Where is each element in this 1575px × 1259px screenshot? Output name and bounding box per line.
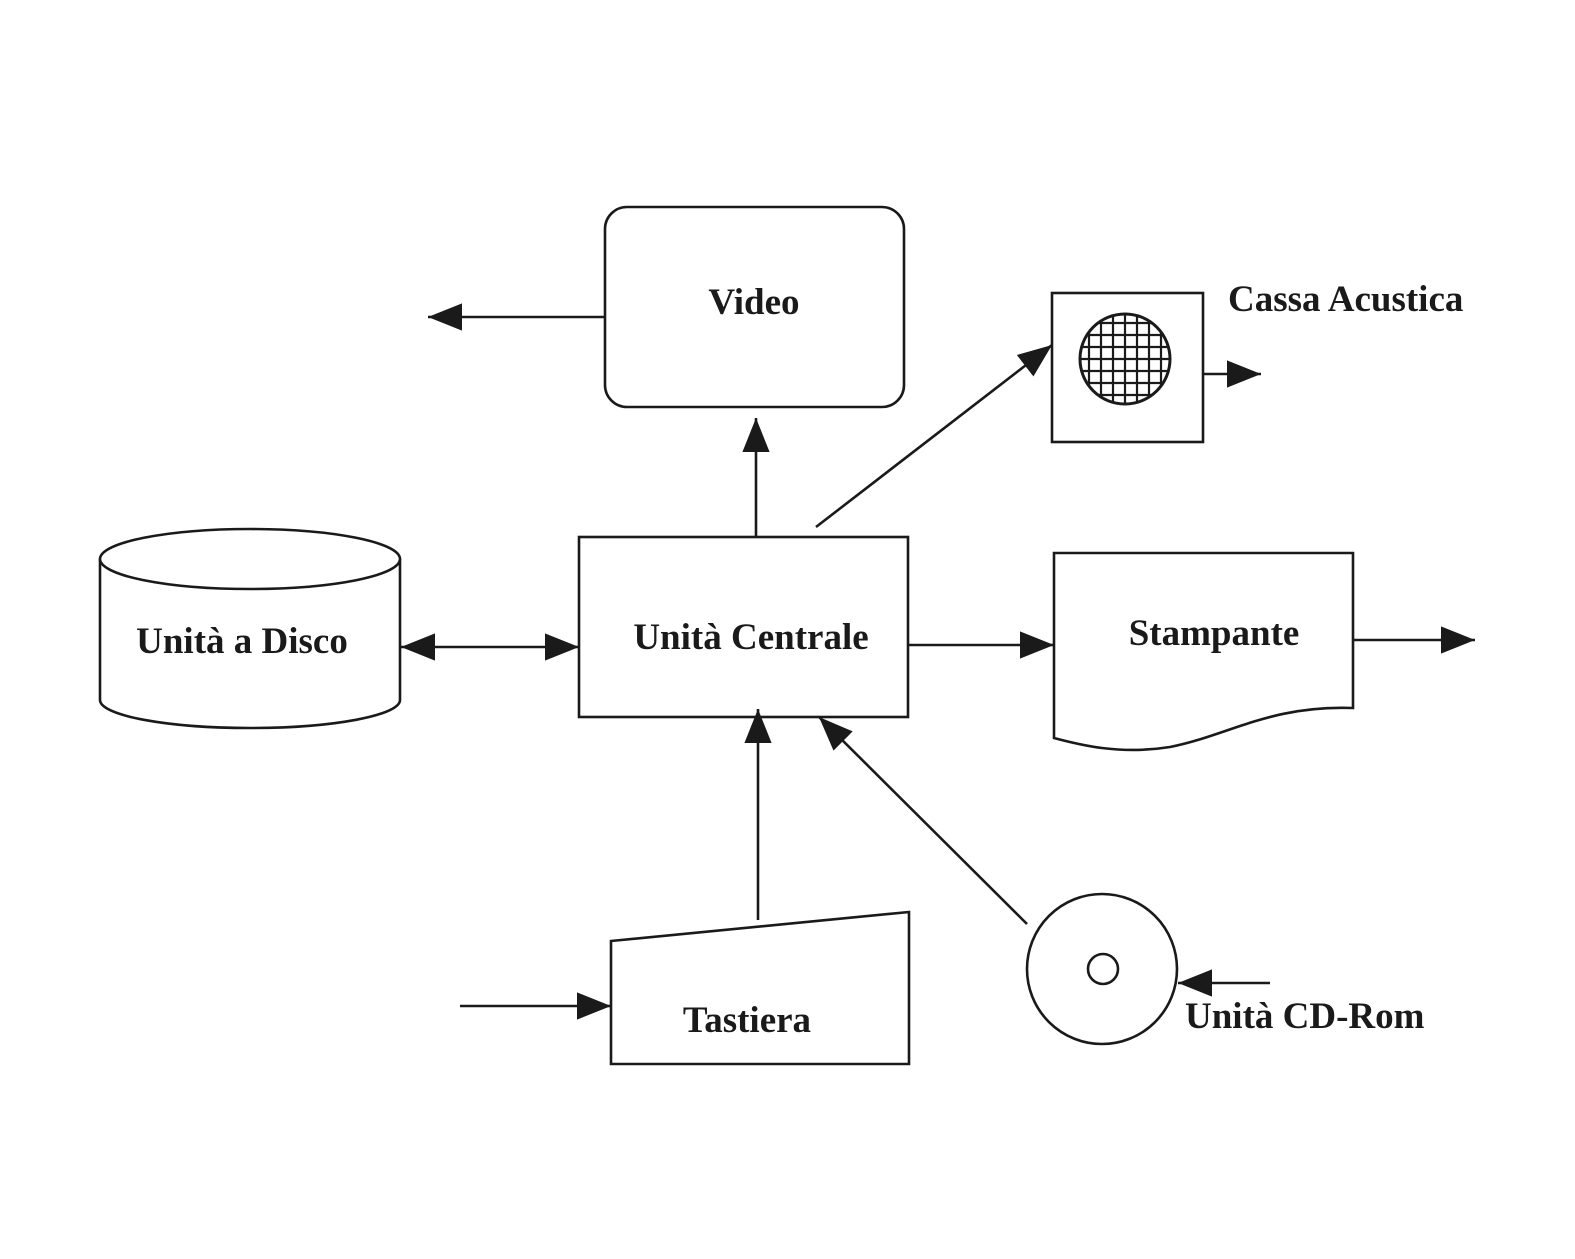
central-unit-label: Unità Centrale — [633, 617, 868, 658]
printer-node: Stampante — [1052, 551, 1355, 752]
edge-cdrom-to-central — [818, 716, 1028, 925]
cd-hole-icon — [1086, 952, 1120, 986]
central-unit-node: Unità Centrale — [577, 535, 910, 719]
keyboard-node: Tastiera — [609, 910, 911, 1066]
keyboard-label: Tastiera — [683, 1000, 811, 1041]
cdrom-unit-node — [1025, 892, 1179, 1046]
video-node: Video — [603, 205, 906, 409]
video-label: Video — [708, 282, 799, 323]
speaker-node — [1050, 291, 1205, 444]
edge-central-to-speaker — [815, 343, 1053, 529]
speaker-label: Cassa Acustica — [1228, 279, 1463, 320]
printer-label: Stampante — [1129, 613, 1300, 654]
disk-unit-label: Unità a Disco — [136, 621, 348, 662]
disk-unit-node: Unità a Disco — [98, 527, 402, 730]
cdrom-unit-label: Unità CD-Rom — [1185, 996, 1425, 1037]
